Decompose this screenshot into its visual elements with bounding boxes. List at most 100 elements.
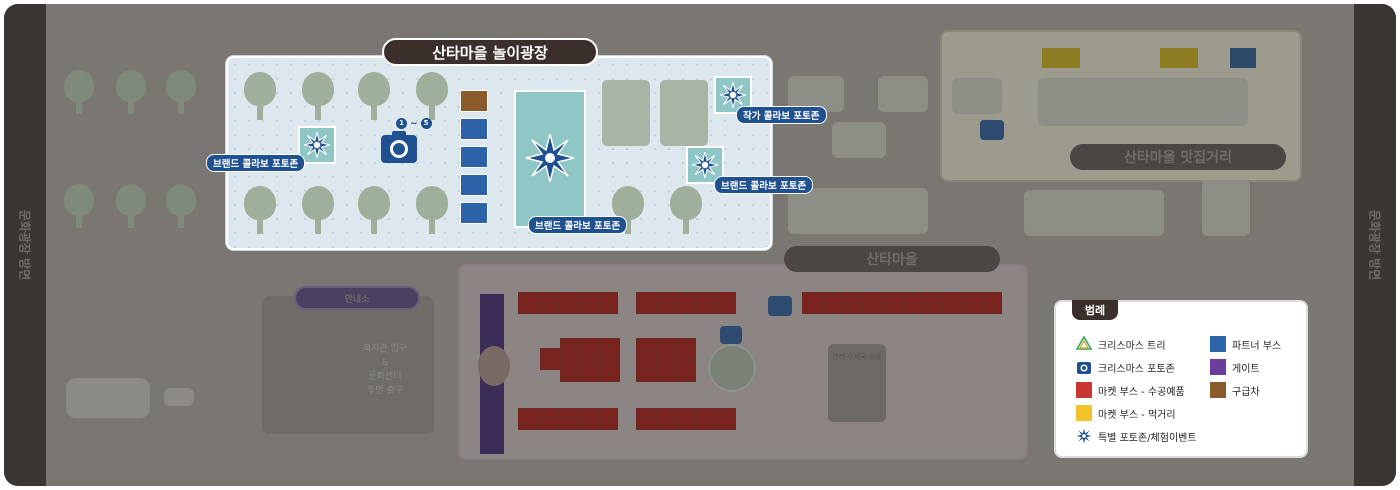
- artist-photo-zone[interactable]: [714, 76, 752, 114]
- map-block: [1024, 190, 1164, 236]
- partner-booth[interactable]: [460, 174, 488, 196]
- partner-booth: [1230, 48, 1256, 68]
- brand-collab-label-right[interactable]: 브랜드 콜라보 포토존: [714, 176, 814, 194]
- map-block: [952, 78, 1002, 114]
- map-block: [788, 188, 928, 234]
- craft-booth: [518, 408, 538, 430]
- craft-booth: [902, 292, 922, 314]
- craft-booth: [538, 408, 558, 430]
- map-block: [1038, 78, 1248, 126]
- tree-icon: [166, 70, 196, 114]
- craft-booth: [822, 292, 842, 314]
- legend-item-market-food: 마켓 부스 - 먹거리: [1076, 405, 1176, 421]
- craft-booth: [598, 292, 618, 314]
- food-street-title: 산타마을 맛집거리: [1070, 144, 1286, 170]
- tree-icon: [244, 186, 276, 234]
- partner-booth[interactable]: [460, 146, 488, 168]
- tree-icon: [166, 184, 196, 228]
- brand-collab-stage[interactable]: [514, 90, 586, 228]
- info-building: 복지관 입구 & 문화센터 후면 출구: [262, 296, 434, 434]
- dimmed-map: 산타마을 맛집거리 산타마을 산타 우체국 포토 복지관 입구 & 문화센터 후…: [4, 4, 1396, 486]
- gate-swatch: [1210, 359, 1226, 375]
- map-block: [1202, 180, 1250, 236]
- artist-collab-label[interactable]: 작가 콜라보 포토존: [736, 106, 827, 124]
- craft-booth: [862, 292, 882, 314]
- craft-booth: [600, 360, 620, 382]
- right-sidebar: 문화광장 방면: [1354, 4, 1396, 486]
- craft-booth: [696, 408, 716, 430]
- craft-booth: [676, 360, 696, 382]
- craft-booth: [656, 338, 676, 360]
- legend-item-christmas-tree: 크리스마스 트리: [1076, 336, 1166, 352]
- craft-booth: [696, 292, 716, 314]
- plaza-block: [660, 80, 708, 146]
- craft-booth: [656, 292, 676, 314]
- legend-item-ambulance: 구급차: [1210, 382, 1260, 398]
- star-burst-icon: [691, 151, 719, 179]
- craft-booth: [636, 360, 656, 382]
- tree-icon: [116, 70, 146, 114]
- craft-booth: [636, 292, 656, 314]
- craft-booth: [560, 338, 580, 360]
- brand-collab-label-left[interactable]: 브랜드 콜라보 포토존: [206, 154, 306, 172]
- tree-icon: [358, 186, 390, 234]
- star-burst-icon: [303, 131, 331, 159]
- santa-village-title: 산타마을: [784, 246, 1000, 272]
- craft-booth: [922, 292, 942, 314]
- legend-item-gate: 게이트: [1210, 359, 1260, 375]
- camera-icon: [768, 296, 792, 316]
- craft-booth: [598, 408, 618, 430]
- legend-item-market-craft: 마켓 부스 - 수공예품: [1076, 382, 1185, 398]
- map-block: [878, 76, 928, 112]
- santa-icon: [478, 346, 510, 386]
- camera-number-range: 1~5: [396, 118, 432, 129]
- craft-booth: [676, 292, 696, 314]
- craft-booth: [962, 292, 982, 314]
- tree-icon: [64, 70, 94, 114]
- tree-icon: [416, 186, 448, 234]
- craft-booth: [580, 338, 600, 360]
- tree-icon: [302, 72, 334, 120]
- ambulance-booth[interactable]: [460, 90, 488, 112]
- partner-booth[interactable]: [460, 202, 488, 224]
- camera-icon: [980, 120, 1004, 140]
- tree-icon: [302, 186, 334, 234]
- craft-booth: [716, 408, 736, 430]
- craft-booth: [882, 292, 902, 314]
- camera-icon[interactable]: [380, 130, 418, 164]
- craft-booth: [982, 292, 1002, 314]
- craft-booth: [636, 338, 656, 360]
- brand-photo-zone-left[interactable]: [298, 126, 336, 164]
- food-booth: [1042, 48, 1080, 68]
- camera-icon: [1077, 362, 1091, 374]
- craft-booth: [600, 338, 620, 360]
- craft-booth: [676, 338, 696, 360]
- tree-icon: [116, 184, 146, 228]
- craft-booth: [540, 348, 560, 370]
- ambulance-swatch: [1210, 382, 1226, 398]
- legend-title: 범례: [1072, 300, 1118, 320]
- partner-booth-swatch: [1210, 336, 1226, 352]
- star-burst-icon: [719, 81, 747, 109]
- plaza-title: 산타마을 놀이광장: [382, 38, 598, 66]
- craft-booth: [656, 360, 676, 382]
- legend-item-partner-booth: 파트너 부스: [1210, 336, 1281, 352]
- craft-booth: [636, 408, 656, 430]
- partner-booth[interactable]: [460, 118, 488, 140]
- info-pill: 안내소: [294, 286, 420, 310]
- brand-collab-label-center[interactable]: 브랜드 콜라보 포토존: [528, 216, 628, 234]
- tree-icon: [670, 186, 702, 234]
- craft-booth: [560, 360, 580, 382]
- craft-booth: [518, 292, 538, 314]
- craft-booth: [802, 292, 822, 314]
- craft-booth: [578, 408, 598, 430]
- tree-icon: [64, 184, 94, 228]
- plaza-block: [602, 80, 650, 146]
- craft-booth: [580, 360, 600, 382]
- post-office-label: 산타 우체국 포토: [832, 353, 882, 361]
- craft-booth: [538, 292, 558, 314]
- legend-item-special-photo: 특별 포토존/체험이벤트: [1076, 428, 1197, 444]
- star-burst-icon: [525, 133, 575, 183]
- craft-booth: [676, 408, 696, 430]
- tree-icon: [358, 72, 390, 120]
